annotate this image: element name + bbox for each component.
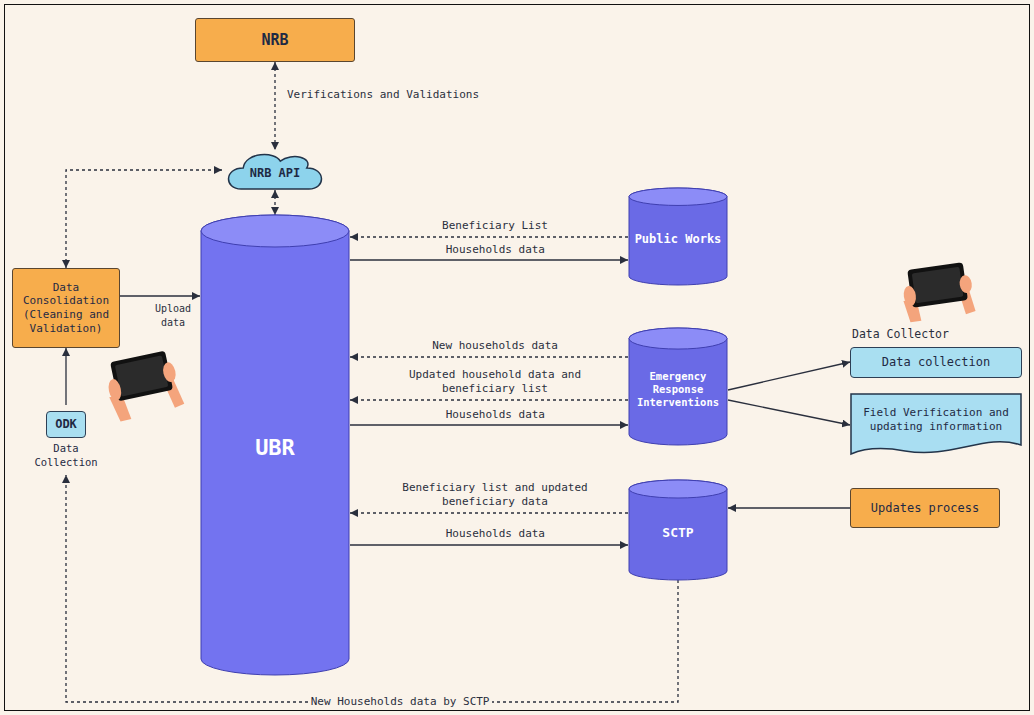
node-text: NRB API — [250, 166, 301, 181]
connector-arrow — [65, 348, 66, 405]
connector-arrow — [728, 507, 850, 508]
edge-label: Households data — [443, 408, 547, 422]
edge-label: Updated household data and beneficiary l… — [395, 368, 595, 396]
connector-arrow — [350, 236, 628, 237]
connector-arrow — [350, 424, 628, 425]
database-cylinder: Public Works — [628, 188, 728, 285]
node-text: UBR — [255, 434, 295, 462]
edge-label: Verifications and Validations — [285, 88, 515, 102]
node-text: Public Works — [635, 232, 722, 247]
connector-arrow — [350, 399, 628, 400]
connector-arrow — [66, 170, 222, 268]
process-box: Updates process — [850, 488, 1000, 528]
node-text: NRB — [261, 31, 288, 50]
edge-label: New Households data by SCTP — [309, 695, 492, 709]
connector-arrow — [274, 190, 275, 215]
node-text: Data collection — [882, 355, 990, 370]
database-cylinder: SCTP — [628, 480, 728, 580]
frame — [5, 5, 1030, 711]
tool-box: ODK Data Collection — [18, 405, 114, 475]
edge-label: New households data — [430, 339, 560, 353]
node-text: Updates process — [871, 501, 979, 516]
database-cylinder: UBR — [200, 215, 350, 675]
connector-arrow — [728, 400, 850, 425]
node-caption: Data Collection — [24, 442, 108, 468]
api-cloud: NRB API — [222, 150, 328, 190]
connector-arrow — [350, 259, 628, 260]
free-label: Data Collector — [852, 327, 972, 341]
node-text: Field Verification and updating informat… — [856, 406, 1016, 434]
connector-arrow — [728, 362, 850, 390]
edge-label: Beneficiary List — [440, 219, 550, 233]
database-cylinder: Emergency Response Interventions — [628, 328, 728, 445]
edge-label: Upload data — [146, 302, 200, 330]
node-text: Data Consolidation (Cleaning and Validat… — [19, 281, 113, 336]
connector-arrow — [66, 475, 678, 702]
edge-label: Households data — [443, 243, 547, 257]
tablet-icon — [102, 349, 185, 423]
registry-box: NRB — [195, 18, 355, 62]
tablet-icon — [899, 261, 976, 322]
connector-arrow — [350, 512, 628, 513]
connector-arrow — [350, 544, 628, 545]
process-box: Data collection — [850, 347, 1022, 378]
connector-arrow — [350, 356, 628, 357]
edge-label: Households data — [443, 527, 547, 541]
connector-arrow — [274, 62, 275, 150]
node-text: ODK — [46, 411, 86, 438]
node-text: Emergency Response Interventions — [634, 370, 722, 409]
process-box: Data Consolidation (Cleaning and Validat… — [12, 268, 120, 348]
node-text: SCTP — [662, 525, 693, 541]
document-shape: Field Verification and updating informat… — [850, 393, 1022, 457]
edge-label: Beneficiary list and updated beneficiary… — [395, 481, 595, 509]
connector-arrow — [120, 295, 200, 296]
